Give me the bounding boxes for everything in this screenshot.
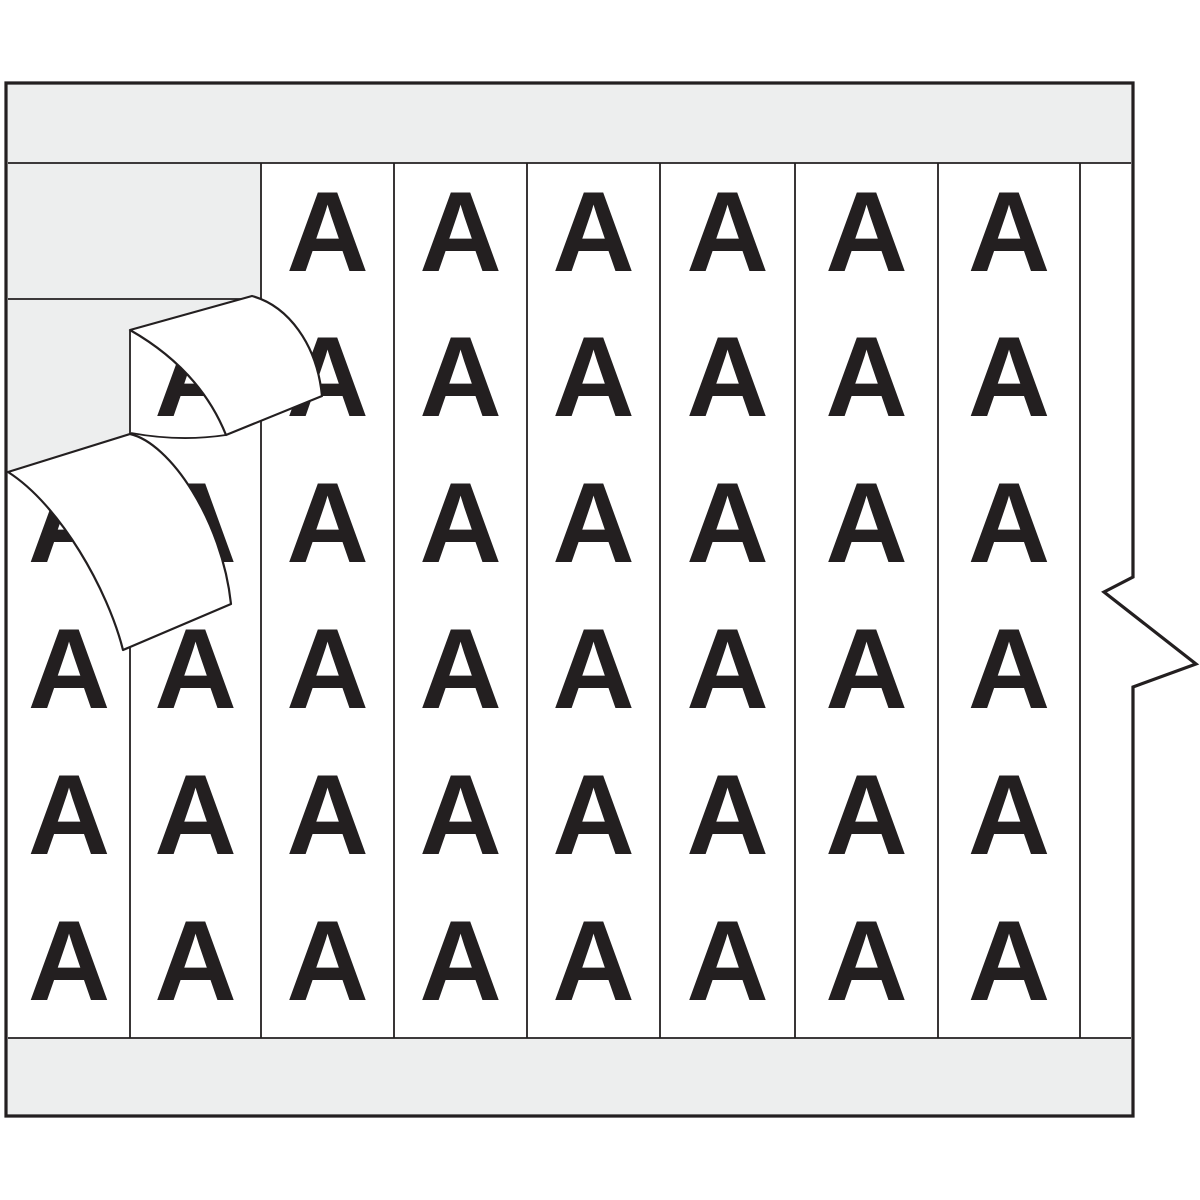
marker-letter: A [154, 752, 236, 879]
marker-letter: A [968, 169, 1050, 296]
marker-letter: A [286, 169, 368, 296]
marker-letter: A [28, 752, 110, 879]
marker-letter: A [552, 460, 634, 587]
marker-letter: A [686, 606, 768, 733]
peeling-label-upper [128, 294, 324, 437]
marker-letter: A [419, 898, 501, 1025]
marker-letter: A [154, 898, 236, 1025]
marker-letter: A [968, 898, 1050, 1025]
marker-letter: A [552, 898, 634, 1025]
marker-letter: A [968, 606, 1050, 733]
marker-letter: A [968, 314, 1050, 441]
marker-letter: A [286, 898, 368, 1025]
marker-letter: A [286, 460, 368, 587]
marker-letter: A [552, 606, 634, 733]
marker-letter: A [825, 169, 907, 296]
peeling-label-lower [6, 432, 233, 652]
marker-letter: A [825, 606, 907, 733]
marker-letter: A [686, 314, 768, 441]
marker-letter: A [28, 606, 110, 733]
marker-letter: A [419, 314, 501, 441]
marker-letter: A [825, 752, 907, 879]
marker-letter: A [686, 898, 768, 1025]
marker-letter: A [825, 460, 907, 587]
marker-letter: A [28, 898, 110, 1025]
label-strip-dividers [129, 163, 1081, 1038]
marker-letter: A [419, 752, 501, 879]
marker-letter: A [419, 460, 501, 587]
card-outline [4, 81, 1200, 1118]
marker-letter: A [552, 169, 634, 296]
marker-letter: A [286, 606, 368, 733]
marker-letter: A [686, 169, 768, 296]
peeled-liner-region [8, 163, 261, 472]
marker-letter: A [286, 752, 368, 879]
marker-letter: A [552, 314, 634, 441]
marker-letter: A [552, 752, 634, 879]
marker-letter: A [686, 752, 768, 879]
marker-letter: A [825, 314, 907, 441]
marker-letter: A [419, 606, 501, 733]
marker-letter: A [968, 460, 1050, 587]
marker-letter: A [686, 460, 768, 587]
attached-label-bottom-edge [130, 432, 227, 439]
marker-letter: A [968, 752, 1050, 879]
marker-letter: A [825, 898, 907, 1025]
marker-letter: A [419, 169, 501, 296]
